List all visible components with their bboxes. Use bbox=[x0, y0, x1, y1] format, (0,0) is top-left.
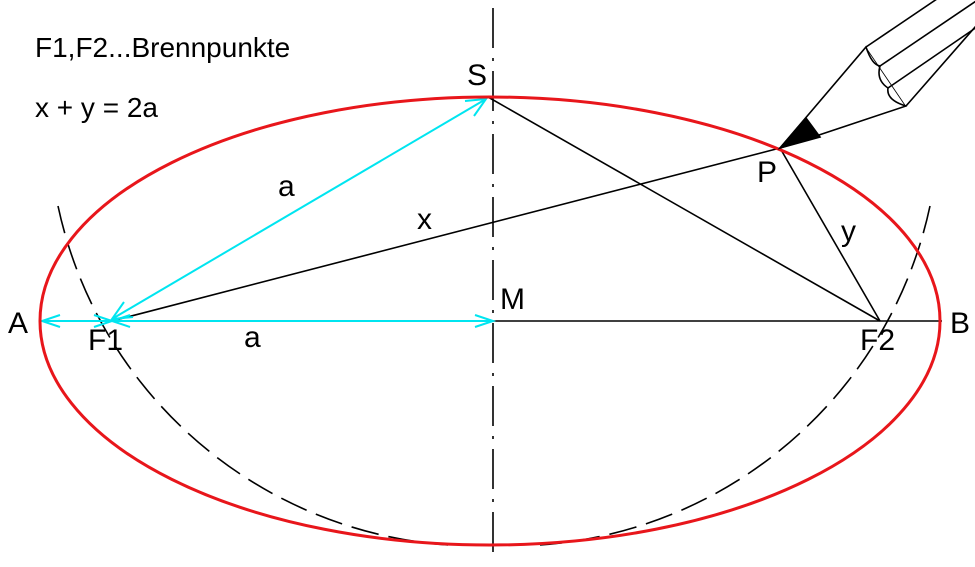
label-point-b: B bbox=[950, 307, 970, 340]
line-s-f2 bbox=[487, 96, 881, 322]
arrowhead-s bbox=[464, 97, 489, 117]
label-segment-x: x bbox=[417, 203, 432, 236]
arrowhead-f1-right bbox=[108, 314, 131, 328]
label-point-s: S bbox=[467, 59, 487, 92]
arrowhead-m bbox=[474, 314, 497, 328]
construction-arc-f1 bbox=[57, 205, 449, 546]
label-point-m: M bbox=[500, 283, 525, 316]
construction-arc-f2 bbox=[539, 205, 931, 546]
line-f1-p bbox=[111, 147, 781, 322]
label-point-p: P bbox=[757, 156, 777, 189]
cyan-arrows bbox=[38, 97, 497, 328]
label-segment-a-upper: a bbox=[278, 170, 295, 203]
line-p-f2 bbox=[779, 147, 881, 322]
label-point-a: A bbox=[8, 307, 28, 340]
label-segment-a-lower: a bbox=[244, 321, 261, 354]
label-point-f2: F2 bbox=[860, 324, 895, 357]
legend-sum: x + y = 2a bbox=[35, 92, 158, 123]
label-segment-y: y bbox=[841, 215, 856, 248]
arrow-f1-s bbox=[111, 98, 487, 320]
arrowhead-f1-diag bbox=[109, 301, 134, 321]
label-point-f1: F1 bbox=[88, 324, 123, 357]
arrowhead-a bbox=[38, 314, 61, 328]
pencil-icon bbox=[777, 0, 975, 150]
legend-foci: F1,F2...Brennpunkte bbox=[35, 32, 290, 63]
ellipse-curve bbox=[38, 95, 942, 547]
